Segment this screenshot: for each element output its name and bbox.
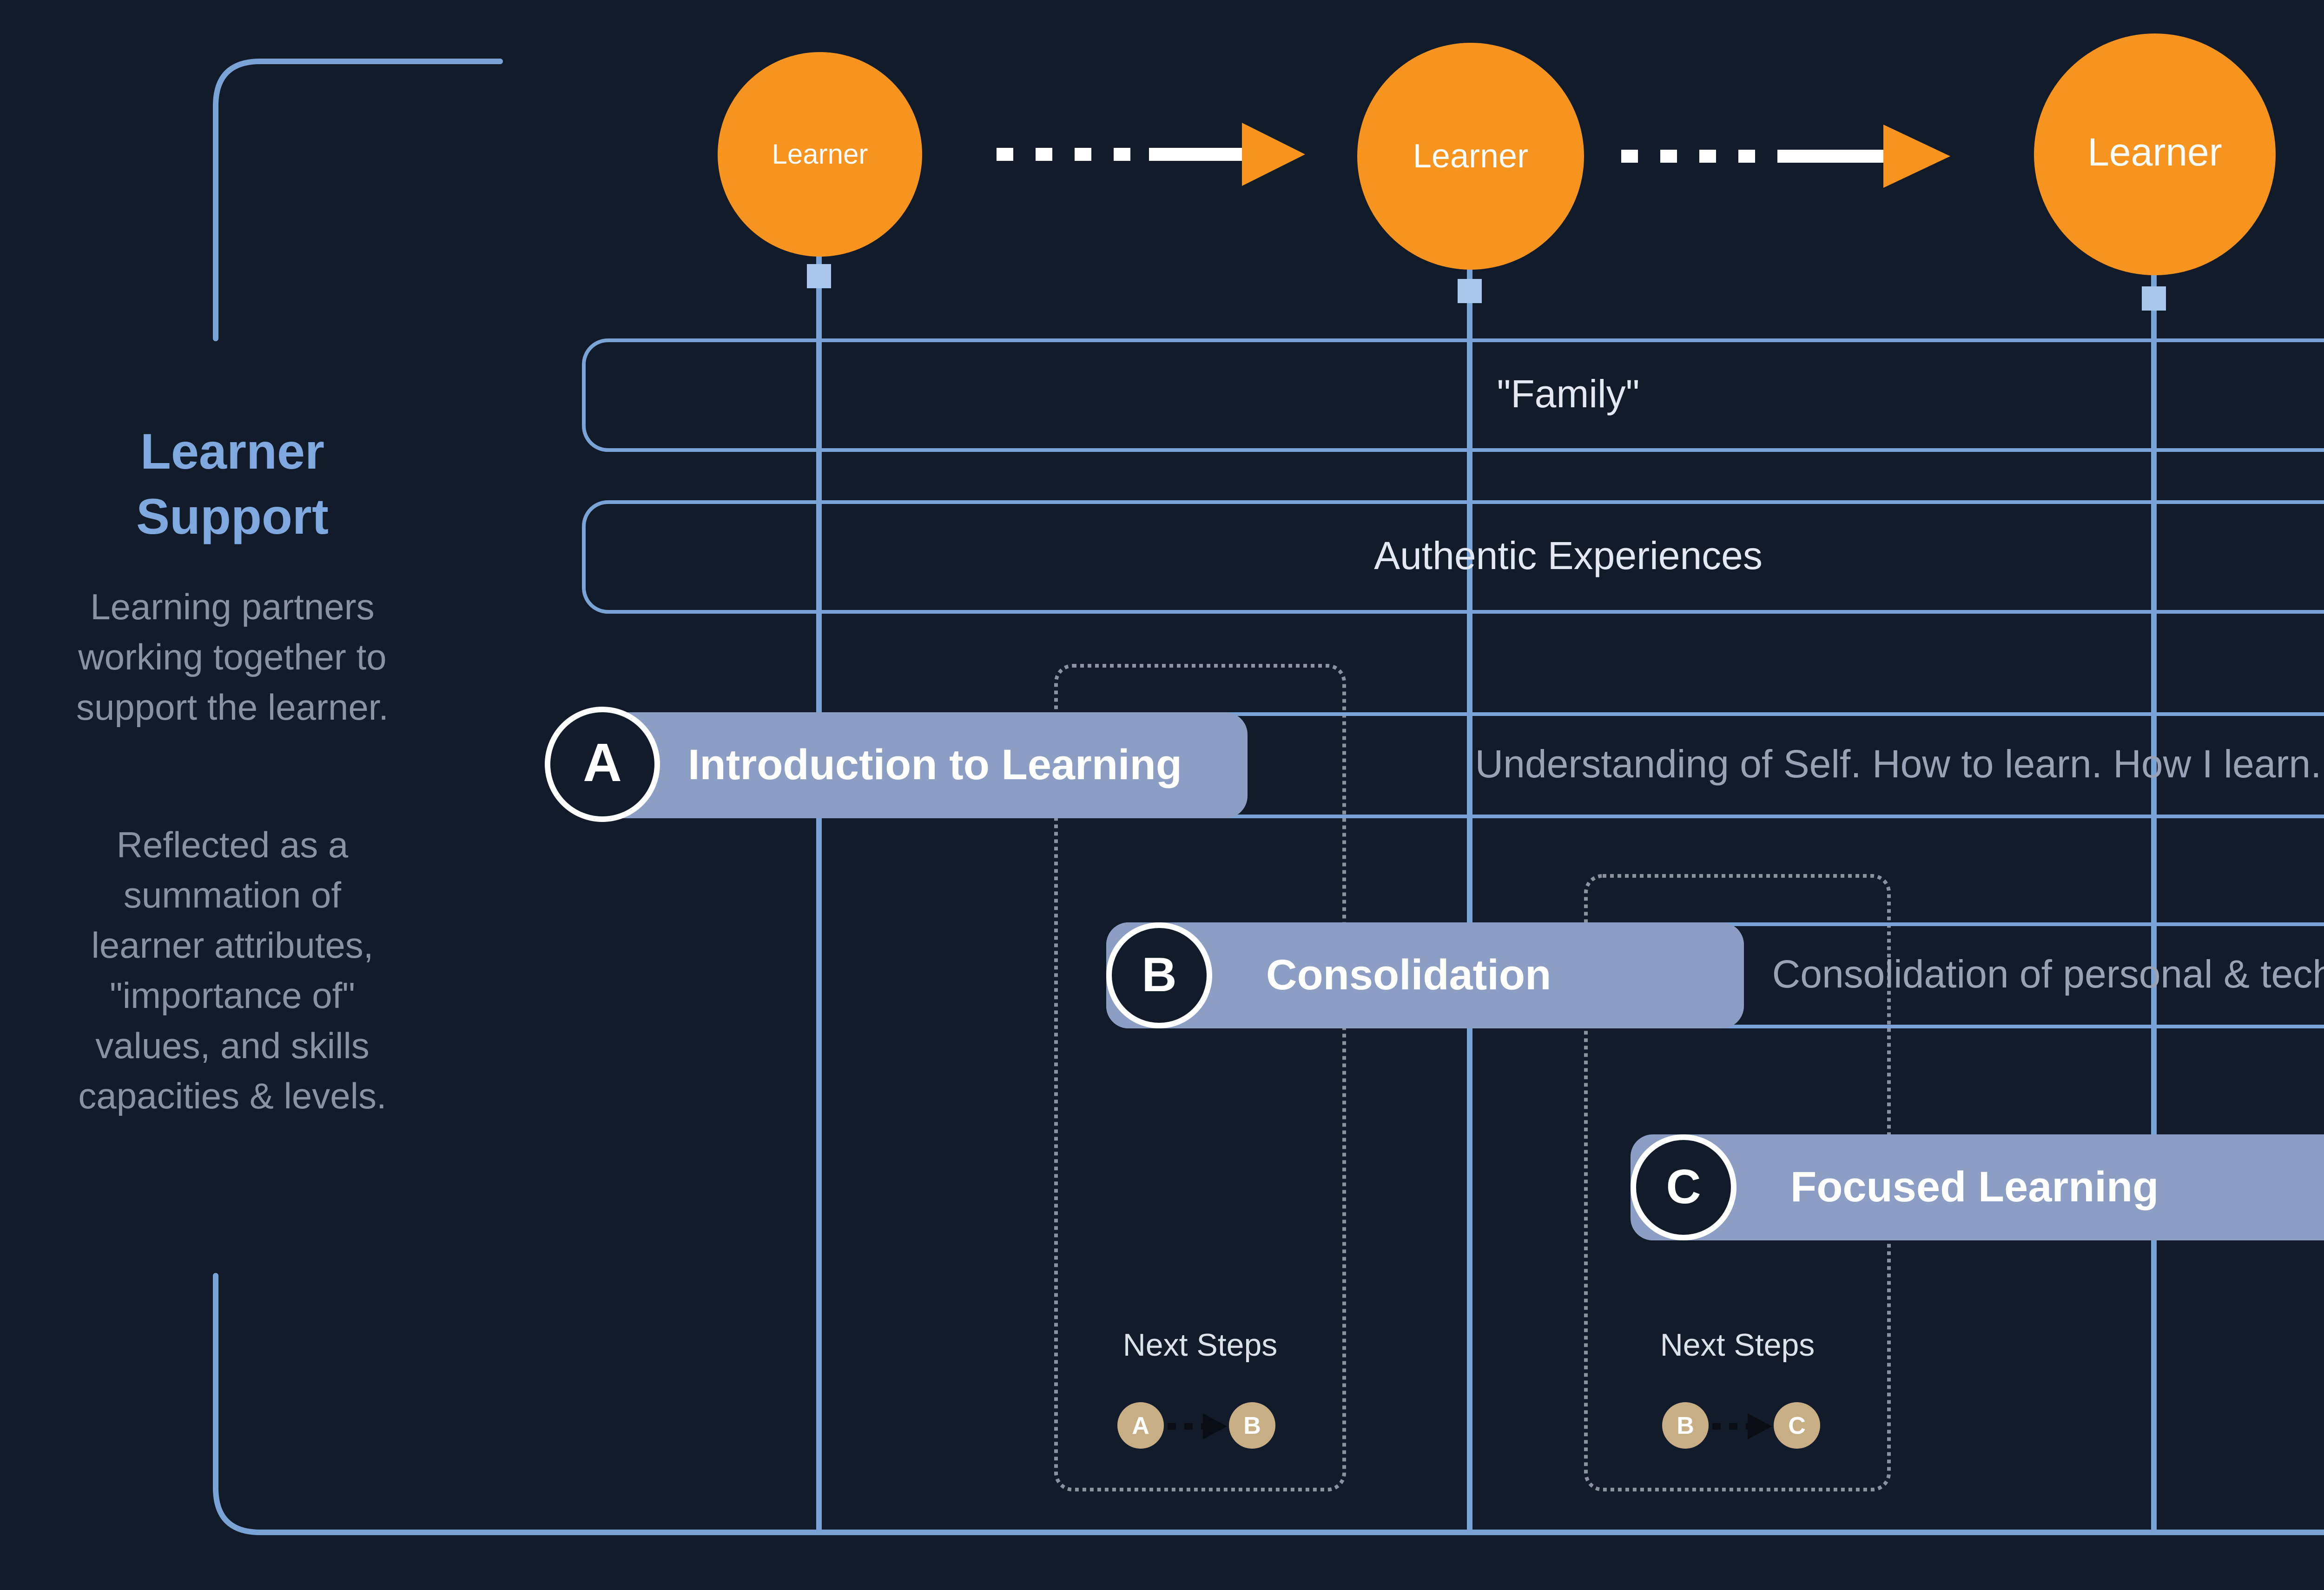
- authentic-experiences-band: Authentic Experiences: [582, 500, 2324, 614]
- next-step-to-letter: B: [1243, 1411, 1261, 1439]
- learner-2-dropline: [1467, 156, 1472, 1532]
- connector-square-1: [807, 264, 831, 288]
- stage-a-pill: Introduction to Learning: [591, 712, 1248, 818]
- next-step-from-circle-a: A: [1117, 1402, 1164, 1449]
- bottom-baseline: [213, 1273, 2324, 1535]
- stage-a-letter: A: [583, 734, 622, 793]
- authentic-experiences-label: Authentic Experiences: [1374, 535, 1763, 577]
- dashed-arrow-right-icon: [997, 123, 1305, 186]
- learner-1-dropline: [816, 154, 821, 1532]
- black-arrow-right-icon: [1712, 1413, 1772, 1439]
- left-panel-title: Learner Support: [136, 424, 329, 545]
- learner-circle-3: Learner: [2034, 33, 2276, 275]
- stage-c-letter: C: [1666, 1159, 1701, 1214]
- stage-c-pill: Focused Learning: [1631, 1134, 2324, 1240]
- family-band: "Family": [582, 338, 2324, 452]
- next-step-to-circle-b: B: [1229, 1402, 1275, 1449]
- learner-1-label: Learner: [772, 139, 868, 170]
- next-steps-label-bc: Next Steps: [1660, 1328, 1815, 1363]
- learner-2-label: Learner: [1413, 137, 1529, 174]
- left-bracket-top: [213, 59, 503, 341]
- next-step-from-letter: B: [1677, 1411, 1694, 1439]
- connector-square-2: [1458, 279, 1482, 303]
- learner-circle-2: Learner: [1357, 43, 1584, 270]
- left-panel-paragraph-1: Learning partners working together to su…: [76, 588, 389, 729]
- next-steps-label-ab: Next Steps: [1122, 1328, 1278, 1363]
- next-step-to-circle-c: C: [1774, 1402, 1820, 1449]
- stage-b-letter: B: [1142, 947, 1177, 1002]
- stage-b-letter-circle: B: [1106, 922, 1212, 1028]
- stage-a-letter-circle: A: [545, 707, 660, 822]
- stage-a-title: Introduction to Learning: [688, 740, 1182, 788]
- next-steps-group-box-ab: [1054, 664, 1346, 1491]
- learner-circle-1: Learner: [718, 52, 922, 257]
- stage-b-description: Consolidation of personal & technical sk…: [1772, 953, 2324, 996]
- next-step-from-letter: A: [1132, 1411, 1149, 1439]
- black-arrow-right-icon: [1168, 1413, 1227, 1439]
- learner-3-label: Learner: [2087, 132, 2222, 175]
- stage-c-title: Focused Learning: [1790, 1162, 2159, 1211]
- left-panel-paragraph-2: Reflected as a summation of learner attr…: [78, 826, 387, 1118]
- next-step-from-circle-b: B: [1662, 1402, 1709, 1449]
- stage-b-title: Consolidation: [1266, 950, 1552, 999]
- stage-b-pill: Consolidation: [1106, 922, 1744, 1028]
- dashed-arrow-right-icon: [1621, 125, 1950, 188]
- connector-square-3: [2142, 286, 2166, 311]
- learner-3-dropline: [2151, 154, 2156, 1532]
- next-step-to-letter: C: [1788, 1411, 1806, 1439]
- stage-a-description: Understanding of Self. How to learn. How…: [1475, 743, 2322, 786]
- stage-c-letter-circle: C: [1631, 1134, 1736, 1240]
- family-band-label: "Family": [1497, 373, 1640, 416]
